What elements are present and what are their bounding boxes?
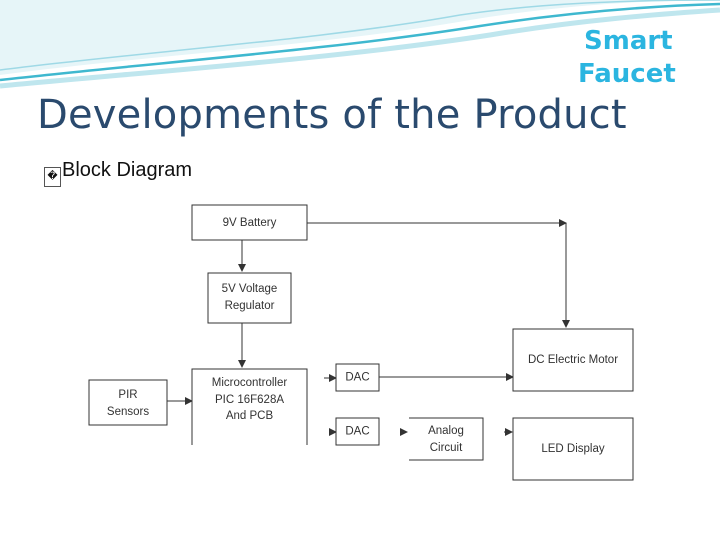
block-dac-bottom: DAC xyxy=(335,417,380,446)
block-dac-top: DAC xyxy=(335,363,380,392)
block-battery: 9V Battery xyxy=(191,204,308,241)
block-regulator-label-2: Regulator xyxy=(225,300,275,312)
block-motor-label: DC Electric Motor xyxy=(528,354,618,366)
header-wave-decoration xyxy=(0,0,720,89)
block-mcu-label-2: PIC 16F628A xyxy=(215,394,284,406)
block-analog: Analog Circuit xyxy=(409,417,484,461)
block-led-label: LED Display xyxy=(541,443,605,455)
block-motor: DC Electric Motor xyxy=(512,328,634,392)
block-mcu-label-3: And PCB xyxy=(226,410,274,422)
block-dac-top-label: DAC xyxy=(345,372,369,384)
block-regulator: 5V Voltage Regulator xyxy=(207,272,292,324)
block-pir-label-2: Sensors xyxy=(107,406,149,418)
block-battery-label: 9V Battery xyxy=(223,217,277,229)
block-diagram: 9V Battery 5V Voltage Regulator Microcon… xyxy=(86,202,636,482)
block-analog-label-2: Circuit xyxy=(430,442,463,454)
svg-text:Smart: Smart xyxy=(584,26,673,56)
page-title: Developments of the Product xyxy=(37,92,627,138)
block-regulator-label-1: 5V Voltage xyxy=(222,283,278,295)
bullet-text: Block Diagram xyxy=(62,159,193,181)
block-analog-label-1: Analog xyxy=(428,425,464,437)
block-pir-label-1: PIR xyxy=(118,389,137,401)
smart-faucet-logo: Smart Faucet xyxy=(577,20,688,90)
block-pir: PIR Sensors xyxy=(88,379,168,426)
bullet-item: �Block Diagram xyxy=(44,159,192,187)
block-microcontroller: Microcontroller PIC 16F628A And PCB xyxy=(191,368,308,445)
svg-text:Faucet: Faucet xyxy=(578,59,676,89)
block-mcu-label-1: Microcontroller xyxy=(212,377,288,389)
connectors xyxy=(167,219,570,436)
block-led: LED Display xyxy=(512,417,634,481)
bullet-icon: � xyxy=(44,167,61,187)
block-dac-bottom-label: DAC xyxy=(345,426,369,438)
